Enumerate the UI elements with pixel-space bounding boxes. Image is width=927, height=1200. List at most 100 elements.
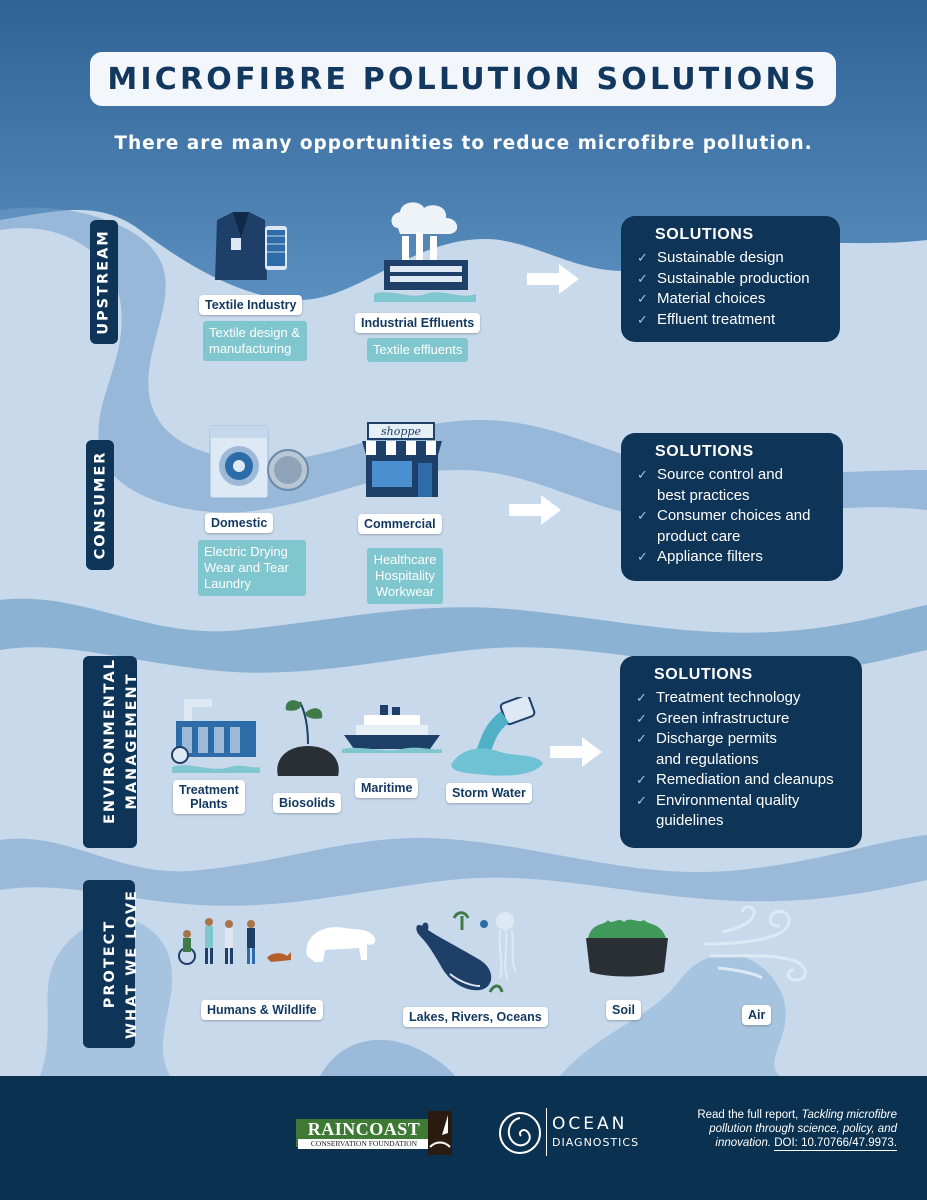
solution-item: ✓ Discharge permits and regulations [636,729,846,770]
solution-text: Sustainable production [657,269,810,287]
report-prefix: Read the full report, [697,1109,799,1121]
solution-item: ✓ Sustainable production [637,269,824,290]
source-label-treatment-plants: Treatment Plants [173,780,245,814]
source-label-industrial-effluents: Industrial Effluents [355,313,481,333]
report-title-link[interactable]: Tackling microfibre pollution through sc… [709,1109,897,1149]
factory-smoke-icon [374,202,476,302]
check-icon: ✓ [637,291,648,306]
page-title: MICROFIBRE POLLUTION SOLUTIONS [107,61,819,97]
solutions-box-consumer: SOLUTIONS ✓ Source control and best pract… [621,433,843,581]
item-label-soil: Soil [606,1000,641,1020]
source-label-biosolids: Biosolids [273,793,342,813]
tab-environmental-label-1: ENVIRONMENTAL [102,658,118,824]
check-icon: ✓ [636,690,647,705]
solution-text: Remediation and cleanups [656,771,834,788]
textile-industry-icon [215,212,287,280]
check-icon: ✓ [637,549,648,564]
tab-consumer-label: CONSUMER [92,450,109,560]
title-banner: MICROFIBRE POLLUTION SOLUTIONS [90,52,836,106]
solutions-title: SOLUTIONS [655,443,754,460]
tab-protect-what-we-love: PROTECT WHAT WE LOVE [83,880,140,1048]
solution-item: ✓ Green infrastructure [636,709,846,730]
tab-protect-label-1: PROTECT [102,919,118,1009]
solution-item: ✓ Environmental quality guidelines [636,791,846,832]
solution-text: Sustainable design [657,249,784,266]
solution-item: ✓ Remediation and cleanups [636,770,846,791]
ocean-diagnostics-divider [546,1108,547,1156]
solutions-title: SOLUTIONS [655,226,754,243]
tab-environmental-label-2: MANAGEMENT [124,672,140,810]
source-label-storm-water: Storm Water [446,783,532,803]
source-detail-textile-industry: Textile design & manufacturing [203,321,307,361]
page-subtitle: There are many opportunities to reduce m… [114,133,813,154]
item-label-air: Air [742,1005,772,1025]
source-label-maritime: Maritime [355,778,419,798]
source-label-commercial: Commercial [358,514,442,534]
cruise-ship-icon [342,705,442,753]
check-icon: ✓ [637,467,648,482]
shop-storefront-icon: shoppe [362,422,442,497]
washing-machine-icon [209,425,309,499]
source-detail-domestic: Electric Drying Wear and Tear Laundry [198,540,306,596]
solution-text: Material choices [657,290,766,307]
solution-text: Consumer choices and product care [657,507,811,545]
arrow-right-icon [527,264,579,294]
report-reference: Read the full report, Tackling microfibr… [697,1108,897,1151]
solution-text: Treatment technology [656,689,801,706]
check-icon: ✓ [637,311,648,327]
tab-upstream: UPSTREAM [90,220,118,344]
tab-environmental-management: ENVIRONMENTAL MANAGEMENT [83,656,140,848]
item-label-lakes-rivers-oceans: Lakes, Rivers, Oceans [403,1007,548,1027]
solutions-box-environmental: SOLUTIONS ✓ Treatment technology ✓ Green i… [620,656,862,848]
shop-sign-text: shoppe [381,425,421,438]
soil-icon [586,919,668,977]
check-icon: ✓ [637,270,648,286]
solution-text: Green infrastructure [656,709,790,727]
source-detail-industrial-effluents: Textile effluents [367,338,469,362]
arrow-right-icon [550,737,602,767]
source-label-textile-industry: Textile Industry [199,295,303,315]
raincoast-logo-sub: CONSERVATION FOUNDATION [298,1139,430,1149]
solution-text: Environmental quality guidelines [656,791,800,830]
air-wind-icon [703,905,807,982]
check-icon: ✓ [636,710,647,726]
tab-consumer: CONSUMER [86,440,114,570]
solution-text: Appliance filters [657,548,763,565]
solution-text: Source control and best practices [657,466,783,504]
raincoast-logo: RAINCOAST CONSERVATION FOUNDATION [296,1111,452,1155]
tab-upstream-label: UPSTREAM [96,229,112,335]
check-icon: ✓ [636,731,647,746]
storm-water-pipe-icon [451,697,543,776]
solution-text: Effluent treatment [657,310,776,328]
footer [0,1076,927,1200]
humans-wildlife-icon [178,918,376,965]
check-icon: ✓ [636,772,647,787]
check-icon: ✓ [637,250,648,265]
check-icon: ✓ [636,792,647,808]
ocean-diagnostics-line2: DIAGNOSTICS [552,1136,640,1149]
solution-item: ✓ Consumer choices and product care [637,506,827,547]
solutions-box-upstream: SOLUTIONS ✓ Sustainable design ✓ Sustainab… [621,216,840,342]
treatment-plant-icon [171,699,260,773]
solution-item: ✓ Source control and best practices [637,465,827,506]
raincoast-logo-name: RAINCOAST [307,1119,421,1139]
solution-item: ✓ Treatment technology [636,688,846,709]
item-label-humans-wildlife: Humans & Wildlife [201,1000,323,1020]
biosolids-icon [277,700,339,776]
solution-text: Discharge permits and regulations [656,730,777,768]
check-icon: ✓ [637,508,648,523]
whale-ocean-icon [416,911,517,993]
ocean-diagnostics-line1: OCEAN [552,1114,628,1134]
orca-icon [428,1111,452,1155]
source-label-domestic: Domestic [205,513,274,533]
source-detail-commercial: Healthcare Hospitality Workwear [367,548,443,604]
ocean-diagnostics-swirl-icon [499,1112,541,1154]
report-doi-link[interactable]: DOI: 10.70766/47.9973. [774,1137,897,1151]
solutions-title: SOLUTIONS [654,666,753,683]
solution-item: ✓ Effluent treatment [637,310,824,331]
tab-protect-label-2: WHAT WE LOVE [124,889,140,1039]
solution-item: ✓ Sustainable design [637,248,824,269]
solution-item: ✓ Appliance filters [637,547,827,568]
arrow-right-icon [509,495,561,525]
solution-item: ✓ Material choices [637,289,824,310]
